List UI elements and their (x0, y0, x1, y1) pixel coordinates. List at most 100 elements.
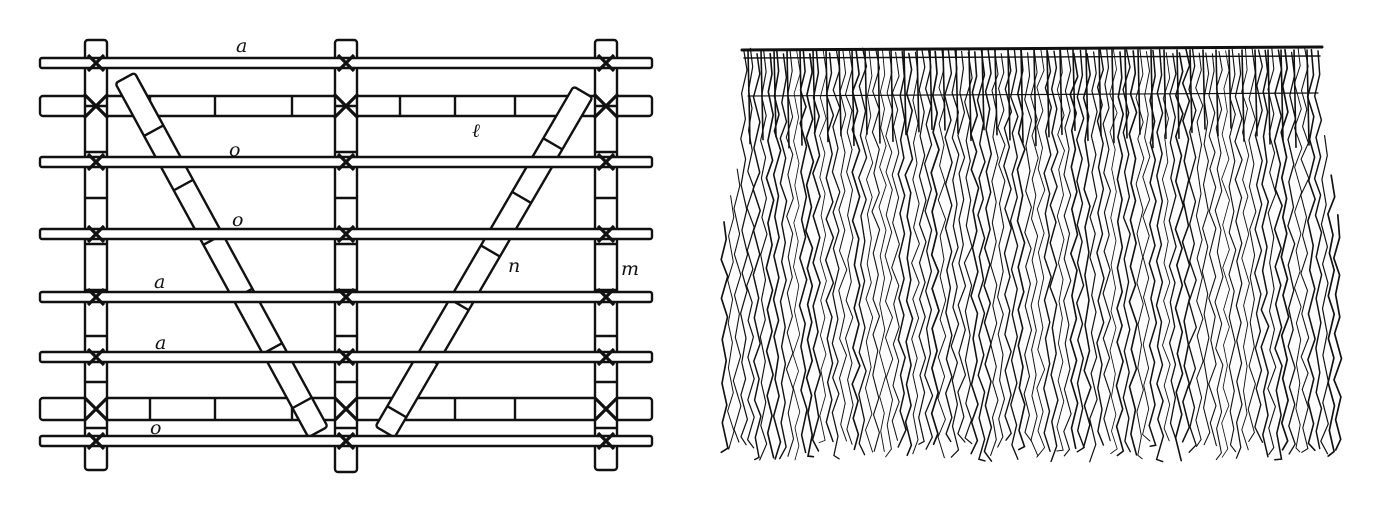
label-m: m (621, 258, 639, 280)
thatch-stem (1214, 50, 1224, 461)
thatch-stem-end (903, 49, 907, 136)
thatch-stem (976, 49, 986, 462)
lashing-tie (592, 395, 620, 423)
thatch-stem (963, 52, 973, 445)
thatch-stem-end (1137, 49, 1141, 135)
thatch-stem-end (929, 49, 933, 131)
label-l: ℓ (472, 120, 480, 142)
thatch-stem (1096, 49, 1105, 446)
brace-node (143, 124, 164, 137)
lashing-tie (336, 224, 356, 244)
thatch-stem-end (1241, 49, 1245, 142)
thatch-stem-end (994, 49, 998, 136)
lashing-tie (82, 92, 110, 120)
thatch-stem-end (1202, 49, 1206, 130)
thatch-stem (804, 53, 815, 458)
label-n: n (508, 255, 520, 277)
thatch-stem (1241, 47, 1250, 451)
thatch-stem (1142, 51, 1151, 442)
brace-node (542, 137, 563, 151)
thatch-stem-end (968, 49, 972, 142)
thatch-stem (904, 52, 914, 457)
thatch-stem-end (1215, 49, 1219, 137)
frame-labels: a ℓ o o a n m a o (150, 35, 639, 439)
thatch-stem (1221, 50, 1230, 458)
brace-node (386, 405, 407, 419)
lashing-tie (596, 431, 616, 451)
thatch-stem (1115, 51, 1125, 457)
diagonal-brace (115, 72, 328, 438)
thatch-stem-end (1176, 49, 1180, 140)
lashing-tie (86, 53, 106, 73)
thatch-stem (1320, 135, 1329, 455)
thatch-stem (1003, 48, 1013, 441)
thatch-stem (1030, 49, 1039, 457)
thatch-stem (1155, 48, 1165, 463)
thatch-stem (727, 195, 735, 450)
thatch-stem (957, 50, 967, 443)
thatch-stem-end (1007, 49, 1011, 141)
thatch-stem (1201, 52, 1211, 446)
thatch-stem-end (773, 49, 777, 138)
thatch-stem (1082, 52, 1092, 449)
thatch-stem (918, 49, 927, 445)
thatch-stem (1122, 49, 1131, 453)
thatch-stem (1188, 48, 1198, 453)
thatch-stem (720, 221, 729, 454)
thatch-stem-end (1150, 49, 1154, 149)
thatch-stem (1247, 47, 1257, 443)
label-a-top: a (236, 35, 247, 57)
thatch-stem-end (1033, 49, 1037, 147)
thatch-stem (970, 51, 980, 455)
thatch-stem (930, 50, 940, 446)
thatch-stem-end (942, 49, 946, 131)
label-a-low: a (155, 332, 166, 354)
thatch-stem (865, 50, 874, 453)
thatch-stem (1273, 49, 1283, 461)
thatch-stem-end (812, 49, 816, 134)
thatch-stem (785, 49, 795, 457)
thatch-stem-end (1293, 49, 1297, 149)
thatch-stem-end (747, 49, 751, 145)
thatch-stem (811, 49, 822, 452)
lashing-tie (336, 152, 356, 172)
thatch-stem (1056, 49, 1065, 452)
brace-stem (115, 72, 328, 438)
thatch-stem (772, 49, 782, 460)
lashing-tie (596, 152, 616, 172)
thatch-stem (752, 53, 762, 461)
thatch-stem (838, 49, 848, 442)
thatch-stem (1313, 50, 1323, 450)
thatch-stem-end (1020, 49, 1024, 144)
thatch-stem-end (1280, 49, 1284, 141)
thatch-stem (1016, 47, 1026, 451)
thatch-stem (997, 53, 1006, 448)
lashing-tie (592, 92, 620, 120)
lashing-tie (332, 92, 360, 120)
bamboo-frame-drawing: a ℓ o o a n m a o (38, 35, 654, 474)
thatch-stem (1181, 48, 1191, 443)
label-o-3: o (150, 417, 161, 439)
thatch-stem (1208, 53, 1217, 447)
thatch-tie-line (747, 92, 1319, 97)
thatch-stem (950, 49, 960, 458)
lashing-tie (596, 287, 616, 307)
thatch-stem (732, 168, 742, 443)
brace-node (511, 190, 532, 204)
thatch-stem-end (1072, 49, 1076, 132)
thatch-stem (857, 47, 868, 456)
thatch-stem (779, 53, 788, 460)
thatch-stem (1327, 174, 1336, 457)
thatch-stem-end (864, 49, 868, 135)
thatch-stem (1036, 48, 1046, 458)
lashing-tie (336, 431, 356, 451)
lashing-tie (596, 224, 616, 244)
label-o-2: o (232, 209, 243, 231)
thatch-stem (746, 47, 755, 449)
thatch-stem (1234, 52, 1243, 459)
thatch-stem (1043, 50, 1053, 452)
thatch-stem (739, 49, 749, 446)
thatch-stem-end (1059, 49, 1063, 136)
thatch-stem (1267, 47, 1277, 456)
thatch-stem (1260, 49, 1270, 458)
